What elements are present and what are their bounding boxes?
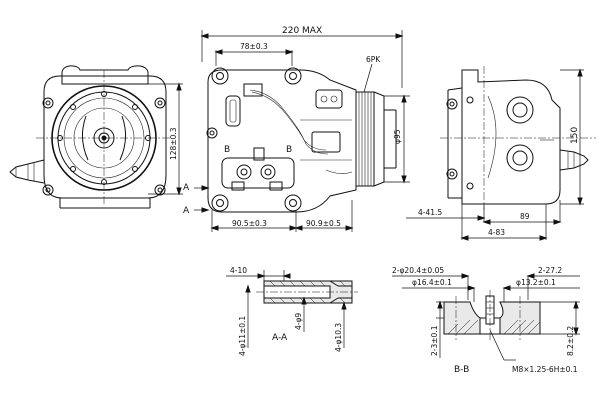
lower-right-dim: 90.9±0.5 bbox=[306, 219, 341, 228]
bb-272-label: 2-27.2 bbox=[538, 266, 562, 275]
side-89-label: 89 bbox=[520, 212, 530, 221]
section-a-top: A bbox=[183, 183, 190, 193]
side-83-label: 4-83 bbox=[488, 228, 505, 237]
belt-label: 6PK bbox=[366, 55, 381, 64]
front-height-label: 128±0.3 bbox=[169, 127, 178, 160]
main-view: 220 MAX 78±0.3 B B bbox=[183, 26, 410, 232]
pulley-dia-label: φ95 bbox=[393, 129, 402, 144]
bb-3-label: 2-3±0.1 bbox=[430, 325, 439, 356]
bb-d132-label: φ13.2±0.1 bbox=[516, 278, 556, 287]
front-view: 128±0.3 bbox=[9, 65, 183, 209]
bb-82-label: 8.2±0.2 bbox=[566, 326, 575, 356]
aa-d9-label: 4-φ9 bbox=[294, 313, 303, 330]
bb-title: B-B bbox=[454, 365, 469, 375]
mark-b-right: B bbox=[286, 145, 292, 155]
aa-top-label: 4-10 bbox=[230, 266, 247, 275]
side-height-label: 150 bbox=[570, 127, 580, 144]
section-a-a: 4-10 4-φ11±0.1 4-φ9 4-φ10.3 A-A bbox=[226, 266, 358, 356]
section-b-b: 2-φ20.4±0.05 2-27.2 φ16.4±0.1 φ13.2±0.1 bbox=[392, 266, 580, 375]
section-a-bottom: A bbox=[183, 206, 190, 216]
lower-left-dim: 90.5±0.3 bbox=[232, 219, 267, 228]
mount-spacing-label: 78±0.3 bbox=[240, 42, 268, 51]
mark-b-left: B bbox=[224, 145, 230, 155]
aa-d103-label: 4-φ10.3 bbox=[334, 323, 343, 352]
bb-thread-label: M8×1.25-6H±0.1 bbox=[512, 365, 578, 374]
bb-d204-label: 2-φ20.4±0.05 bbox=[392, 266, 444, 275]
bb-d164-label: φ16.4±0.1 bbox=[412, 278, 452, 287]
side-view: 150 4-41.5 89 4-83 bbox=[406, 66, 596, 241]
overall-width-label: 220 MAX bbox=[282, 26, 322, 36]
aa-d11-label: 4-φ11±0.1 bbox=[238, 316, 247, 356]
side-41-label: 4-41.5 bbox=[418, 208, 442, 217]
aa-title: A-A bbox=[272, 333, 288, 343]
